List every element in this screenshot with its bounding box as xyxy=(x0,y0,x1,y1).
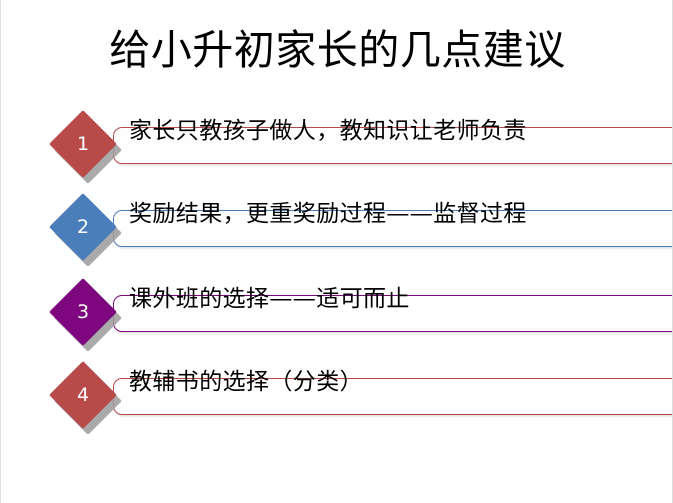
diamond-number-3: 3 xyxy=(76,301,90,323)
page-title: 给小升初家长的几点建议 xyxy=(109,26,566,74)
list-item[interactable]: 奖励结果，更重奖励过程——监督过程 2 xyxy=(49,193,672,267)
item-label-1: 家长只教孩子做人，教知识让老师负责 xyxy=(129,118,527,144)
item-bar-4[interactable] xyxy=(113,378,672,415)
diamond-number-1: 1 xyxy=(76,133,90,155)
item-label-3: 课外班的选择——适可而止 xyxy=(129,286,410,312)
diamond-number-2: 2 xyxy=(76,216,90,238)
item-label-4: 教辅书的选择（分类） xyxy=(129,369,363,395)
item-bar-1[interactable] xyxy=(113,127,672,164)
item-bar-3[interactable] xyxy=(113,295,672,332)
list-item[interactable]: 课外班的选择——适可而止 3 xyxy=(49,278,672,352)
item-label-2: 奖励结果，更重奖励过程——监督过程 xyxy=(129,201,527,227)
list-item[interactable]: 家长只教孩子做人，教知识让老师负责 1 xyxy=(49,110,672,184)
list-item[interactable]: 教辅书的选择（分类） 4 xyxy=(49,361,672,435)
item-bar-2[interactable] xyxy=(113,210,672,247)
diamond-number-4: 4 xyxy=(76,384,90,406)
